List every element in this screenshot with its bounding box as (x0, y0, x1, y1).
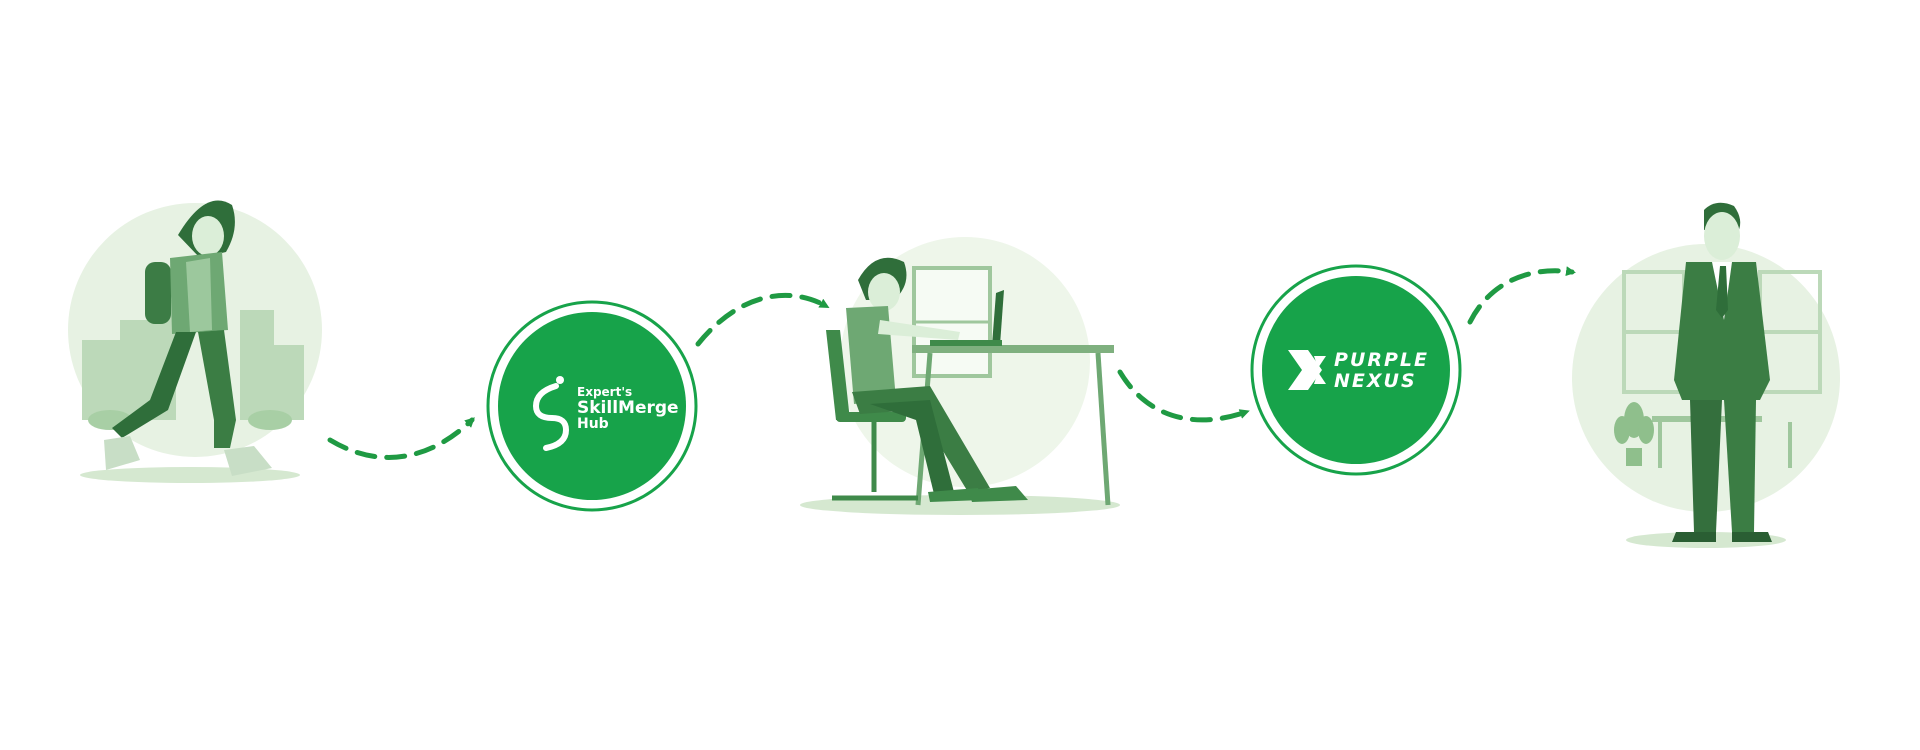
chair (826, 330, 850, 420)
purple-nexus-line1: PURPLE (1334, 349, 1429, 371)
purple-nexus-line2: NEXUS (1334, 369, 1417, 392)
purple-nexus-logo (1250, 264, 1462, 476)
desk (912, 345, 1114, 353)
suit-person (1672, 202, 1772, 542)
dashed-arrow-icon (695, 293, 830, 347)
dashed-arrow-icon (1117, 369, 1250, 423)
skillmerge-line3: Hub (577, 416, 609, 433)
skillmerge-wordmark: Expert's SkillMerge Hub (577, 386, 679, 432)
laptop (992, 290, 1004, 345)
walking-person (104, 200, 272, 476)
dashed-arrow-icon (1467, 266, 1576, 325)
plant-icon (1614, 402, 1654, 466)
purple-nexus-logo-icon (1288, 350, 1326, 390)
professional-illustration (1572, 202, 1840, 548)
student-walking-illustration (68, 200, 322, 483)
skillmerge-hub-logo (486, 300, 698, 512)
skillmerge-line2: SkillMerge (577, 397, 679, 418)
purple-nexus-wordmark: PURPLE NEXUS (1334, 350, 1429, 391)
skillmerge-line1: Expert's (577, 385, 633, 399)
sitting-person (846, 257, 1028, 502)
skillmerge-logo-icon (532, 376, 570, 451)
desk-worker-illustration (800, 237, 1120, 515)
dashed-arrow-icon (327, 417, 475, 460)
